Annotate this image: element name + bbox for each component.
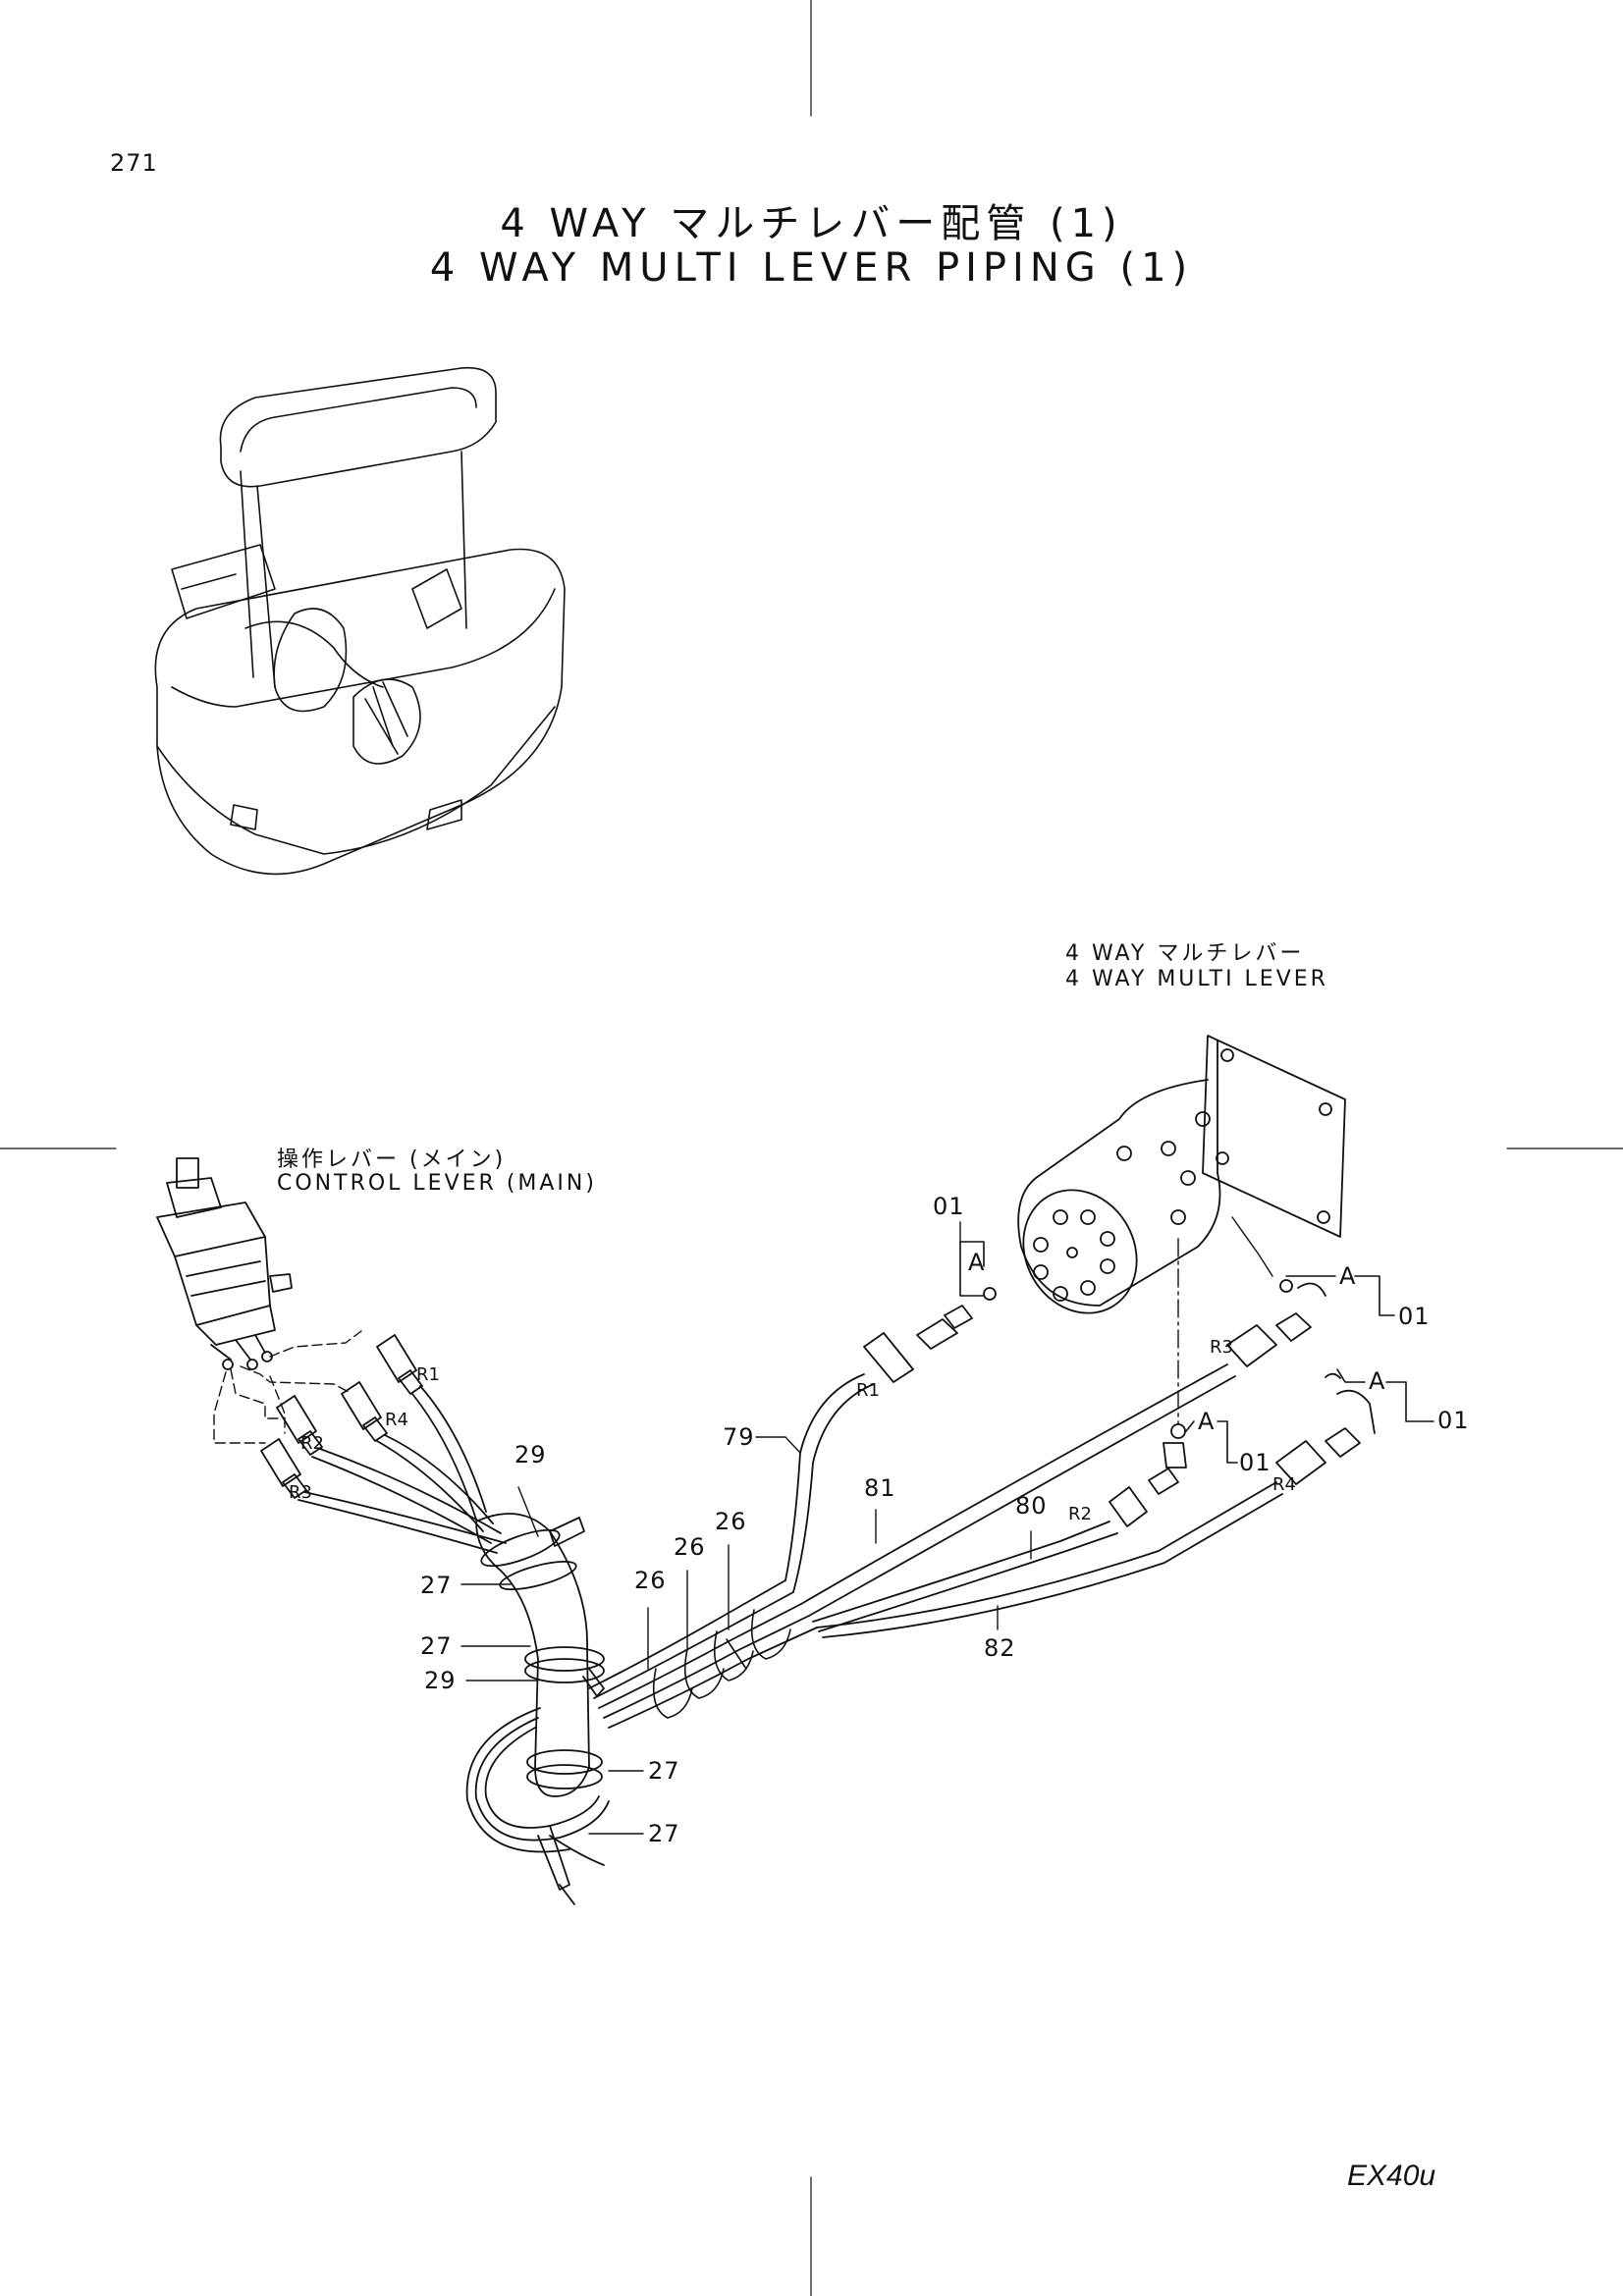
- callout-29-sleeve-lower: 29: [424, 1667, 457, 1694]
- hose-end-r2-multi: [1109, 1423, 1187, 1527]
- callout-26-clamp-c: 26: [715, 1508, 747, 1535]
- multi-lever-label-jp: 4 WAY マルチレバー: [1065, 941, 1305, 966]
- model-name: EX40u: [1347, 2160, 1436, 2192]
- callout-a-r2: A: [1198, 1408, 1216, 1435]
- callout-27-clamp-a: 27: [420, 1572, 453, 1599]
- hose-end-r4-control: [341, 1381, 388, 1442]
- multi-lever-body-image: [1017, 1035, 1346, 1314]
- hose-bundle: [588, 1579, 818, 1729]
- multi-lever-label-en: 4 WAY MULTI LEVER: [1065, 967, 1328, 991]
- hose-end-r4-multi: [1275, 1372, 1376, 1485]
- port-label-r4-control: R4: [385, 1410, 408, 1430]
- port-label-r4-multi: R4: [1272, 1474, 1296, 1495]
- port-label-r1-control: R1: [416, 1364, 440, 1385]
- hose-loop: [465, 1707, 610, 1905]
- callout-81-hose: 81: [864, 1474, 896, 1502]
- title-japanese: 4 WAY マルチレバー配管 (1): [500, 201, 1123, 246]
- hose-end-r1-control: [376, 1334, 423, 1395]
- callout-27-clamp-b: 27: [420, 1632, 453, 1660]
- callout-a-r3: A: [1339, 1262, 1357, 1290]
- page-number: 271: [110, 149, 158, 177]
- callout-26-clamp-a: 26: [634, 1567, 667, 1594]
- title-english: 4 WAY MULTI LEVER PIPING (1): [429, 245, 1194, 291]
- port-label-r2-control: R2: [300, 1433, 324, 1454]
- callout-80-hose: 80: [1015, 1492, 1048, 1520]
- callout-01-fitting-r4: 01: [1437, 1407, 1470, 1434]
- callout-82-hose: 82: [984, 1634, 1016, 1662]
- control-lever-leader-lines: [213, 1330, 362, 1444]
- hose-end-r1-multi: [863, 1287, 997, 1383]
- callout-27-clamp-d: 27: [648, 1820, 680, 1847]
- hose-end-r3-multi: [1226, 1279, 1326, 1367]
- protective-sleeve: [475, 1513, 605, 1797]
- callout-01-fitting-r3: 01: [1398, 1303, 1431, 1330]
- hose-end-r3-control: [260, 1438, 307, 1499]
- port-label-r2-multi: R2: [1068, 1504, 1092, 1524]
- callout-a-r4: A: [1369, 1367, 1386, 1395]
- bundle-clamps: [652, 1609, 791, 1719]
- callout-79-hose: 79: [723, 1423, 755, 1451]
- control-lever-label-jp: 操作レバー (メイン): [277, 1148, 507, 1172]
- callout-01-fitting-r2: 01: [1239, 1449, 1271, 1476]
- port-label-r3-multi: R3: [1210, 1337, 1233, 1358]
- callout-leaders: [460, 1221, 1032, 1835]
- control-lever-label-en: CONTROL LEVER (MAIN): [277, 1171, 597, 1196]
- excavator-overview-image: [154, 366, 566, 876]
- multi-lever-hoses: [784, 1363, 1283, 1638]
- callout-a-r1: A: [968, 1249, 986, 1276]
- callout-27-clamp-c: 27: [648, 1757, 680, 1785]
- callout-01-fitting-r1: 01: [933, 1193, 965, 1220]
- r3-port-leader: [1231, 1216, 1273, 1277]
- hose-end-r2-control: [276, 1395, 323, 1456]
- port-label-r3-control: R3: [289, 1482, 312, 1503]
- callout-29-sleeve: 29: [514, 1441, 547, 1468]
- callout-brackets: [959, 1241, 1434, 1464]
- control-lever-main-image: [156, 1157, 293, 1370]
- port-label-r1-multi: R1: [856, 1380, 880, 1401]
- callout-26-clamp-b: 26: [674, 1533, 706, 1561]
